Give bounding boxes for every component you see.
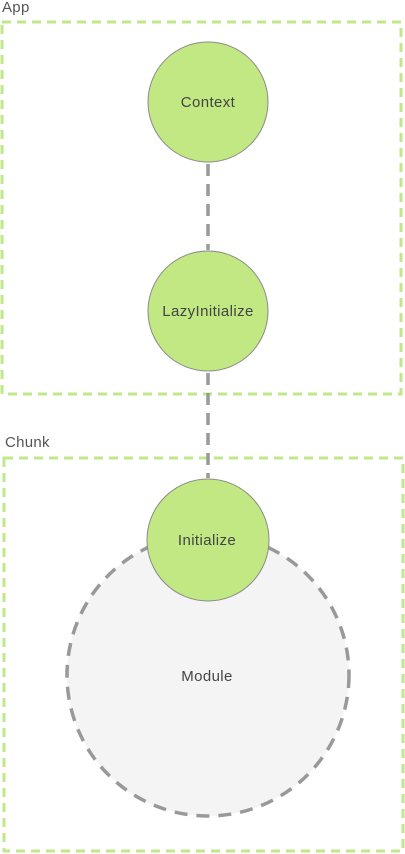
initialize-label: Initialize	[178, 532, 236, 549]
chunk-group: Chunk	[2, 434, 405, 853]
chunk-group-label: Chunk	[5, 434, 50, 451]
chunk-group-border	[2, 456, 405, 853]
context-circle	[147, 41, 269, 163]
lazyinitialize-node[interactable]: LazyInitialize	[147, 250, 269, 372]
app-group-border	[0, 20, 403, 396]
initialize-circle	[146, 478, 270, 602]
app-group-label: App	[2, 0, 30, 16]
lazyinitialize-circle	[147, 250, 269, 372]
module-label: Module	[181, 668, 233, 685]
lazyinitialize-label: LazyInitialize	[162, 303, 253, 320]
app-group: App	[0, 0, 403, 396]
initialize-node[interactable]: Initialize	[146, 478, 270, 602]
context-node[interactable]: Context	[147, 41, 269, 163]
context-label: Context	[181, 94, 236, 111]
